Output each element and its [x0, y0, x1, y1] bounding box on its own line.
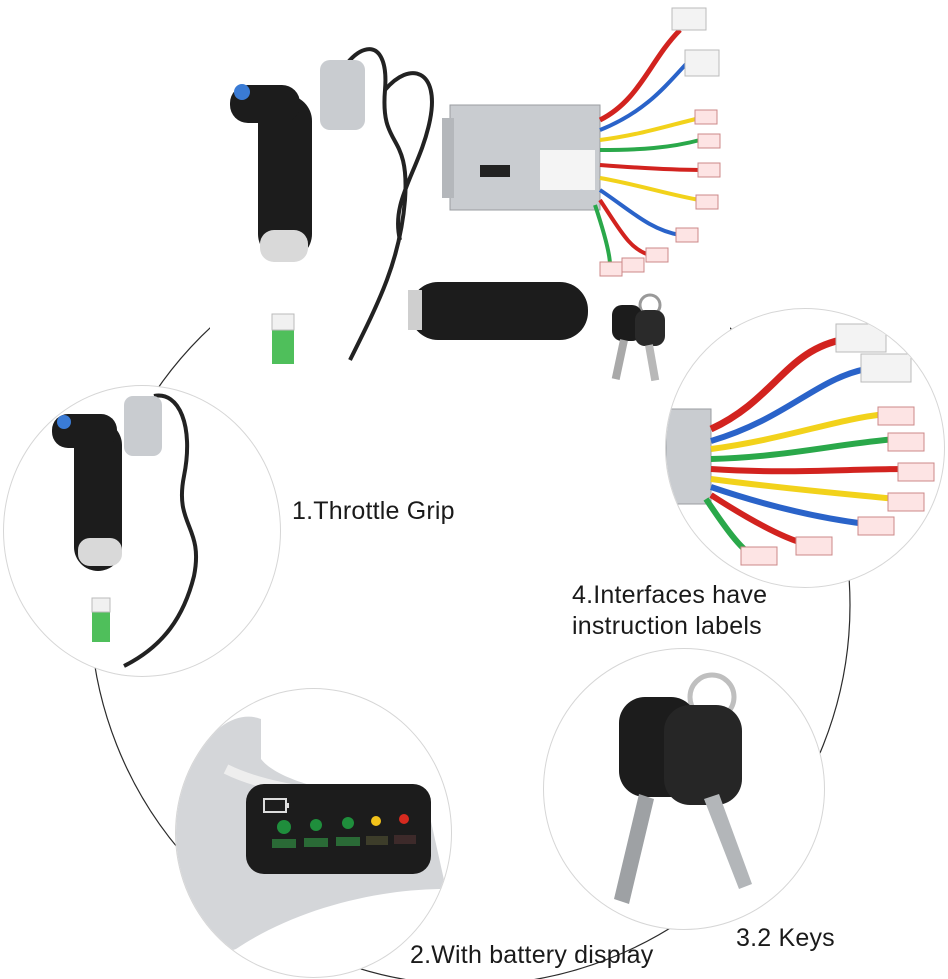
main-product-image: [210, 0, 730, 395]
controller-box-icon: [442, 104, 601, 211]
caption-instruction-labels-1: 4.Interfaces have: [572, 581, 768, 609]
handle-grip-icon: [408, 282, 588, 340]
caption-battery-display: 2.With battery display: [410, 941, 654, 969]
caption-throttle-grip: 1.Throttle Grip: [292, 497, 455, 525]
main-product-svg: [230, 7, 721, 382]
key-pair-icon: [611, 293, 665, 382]
battery-display-bubble: [175, 688, 452, 978]
controller-box-icon: [666, 323, 935, 566]
key-pair-icon: [614, 672, 752, 904]
throttle-grip-icon: [52, 393, 199, 668]
throttle-grip-bubble: [3, 385, 281, 677]
battery-display-svg: [176, 716, 446, 969]
throttle-grip-icon: [230, 60, 365, 262]
keys-bubble: [543, 648, 825, 930]
battery-icon: [263, 798, 289, 813]
caption-keys: 3.2 Keys: [736, 924, 835, 952]
caption-instruction-labels-2: instruction labels: [572, 612, 762, 640]
instruction-labels-bubble: [665, 308, 945, 588]
